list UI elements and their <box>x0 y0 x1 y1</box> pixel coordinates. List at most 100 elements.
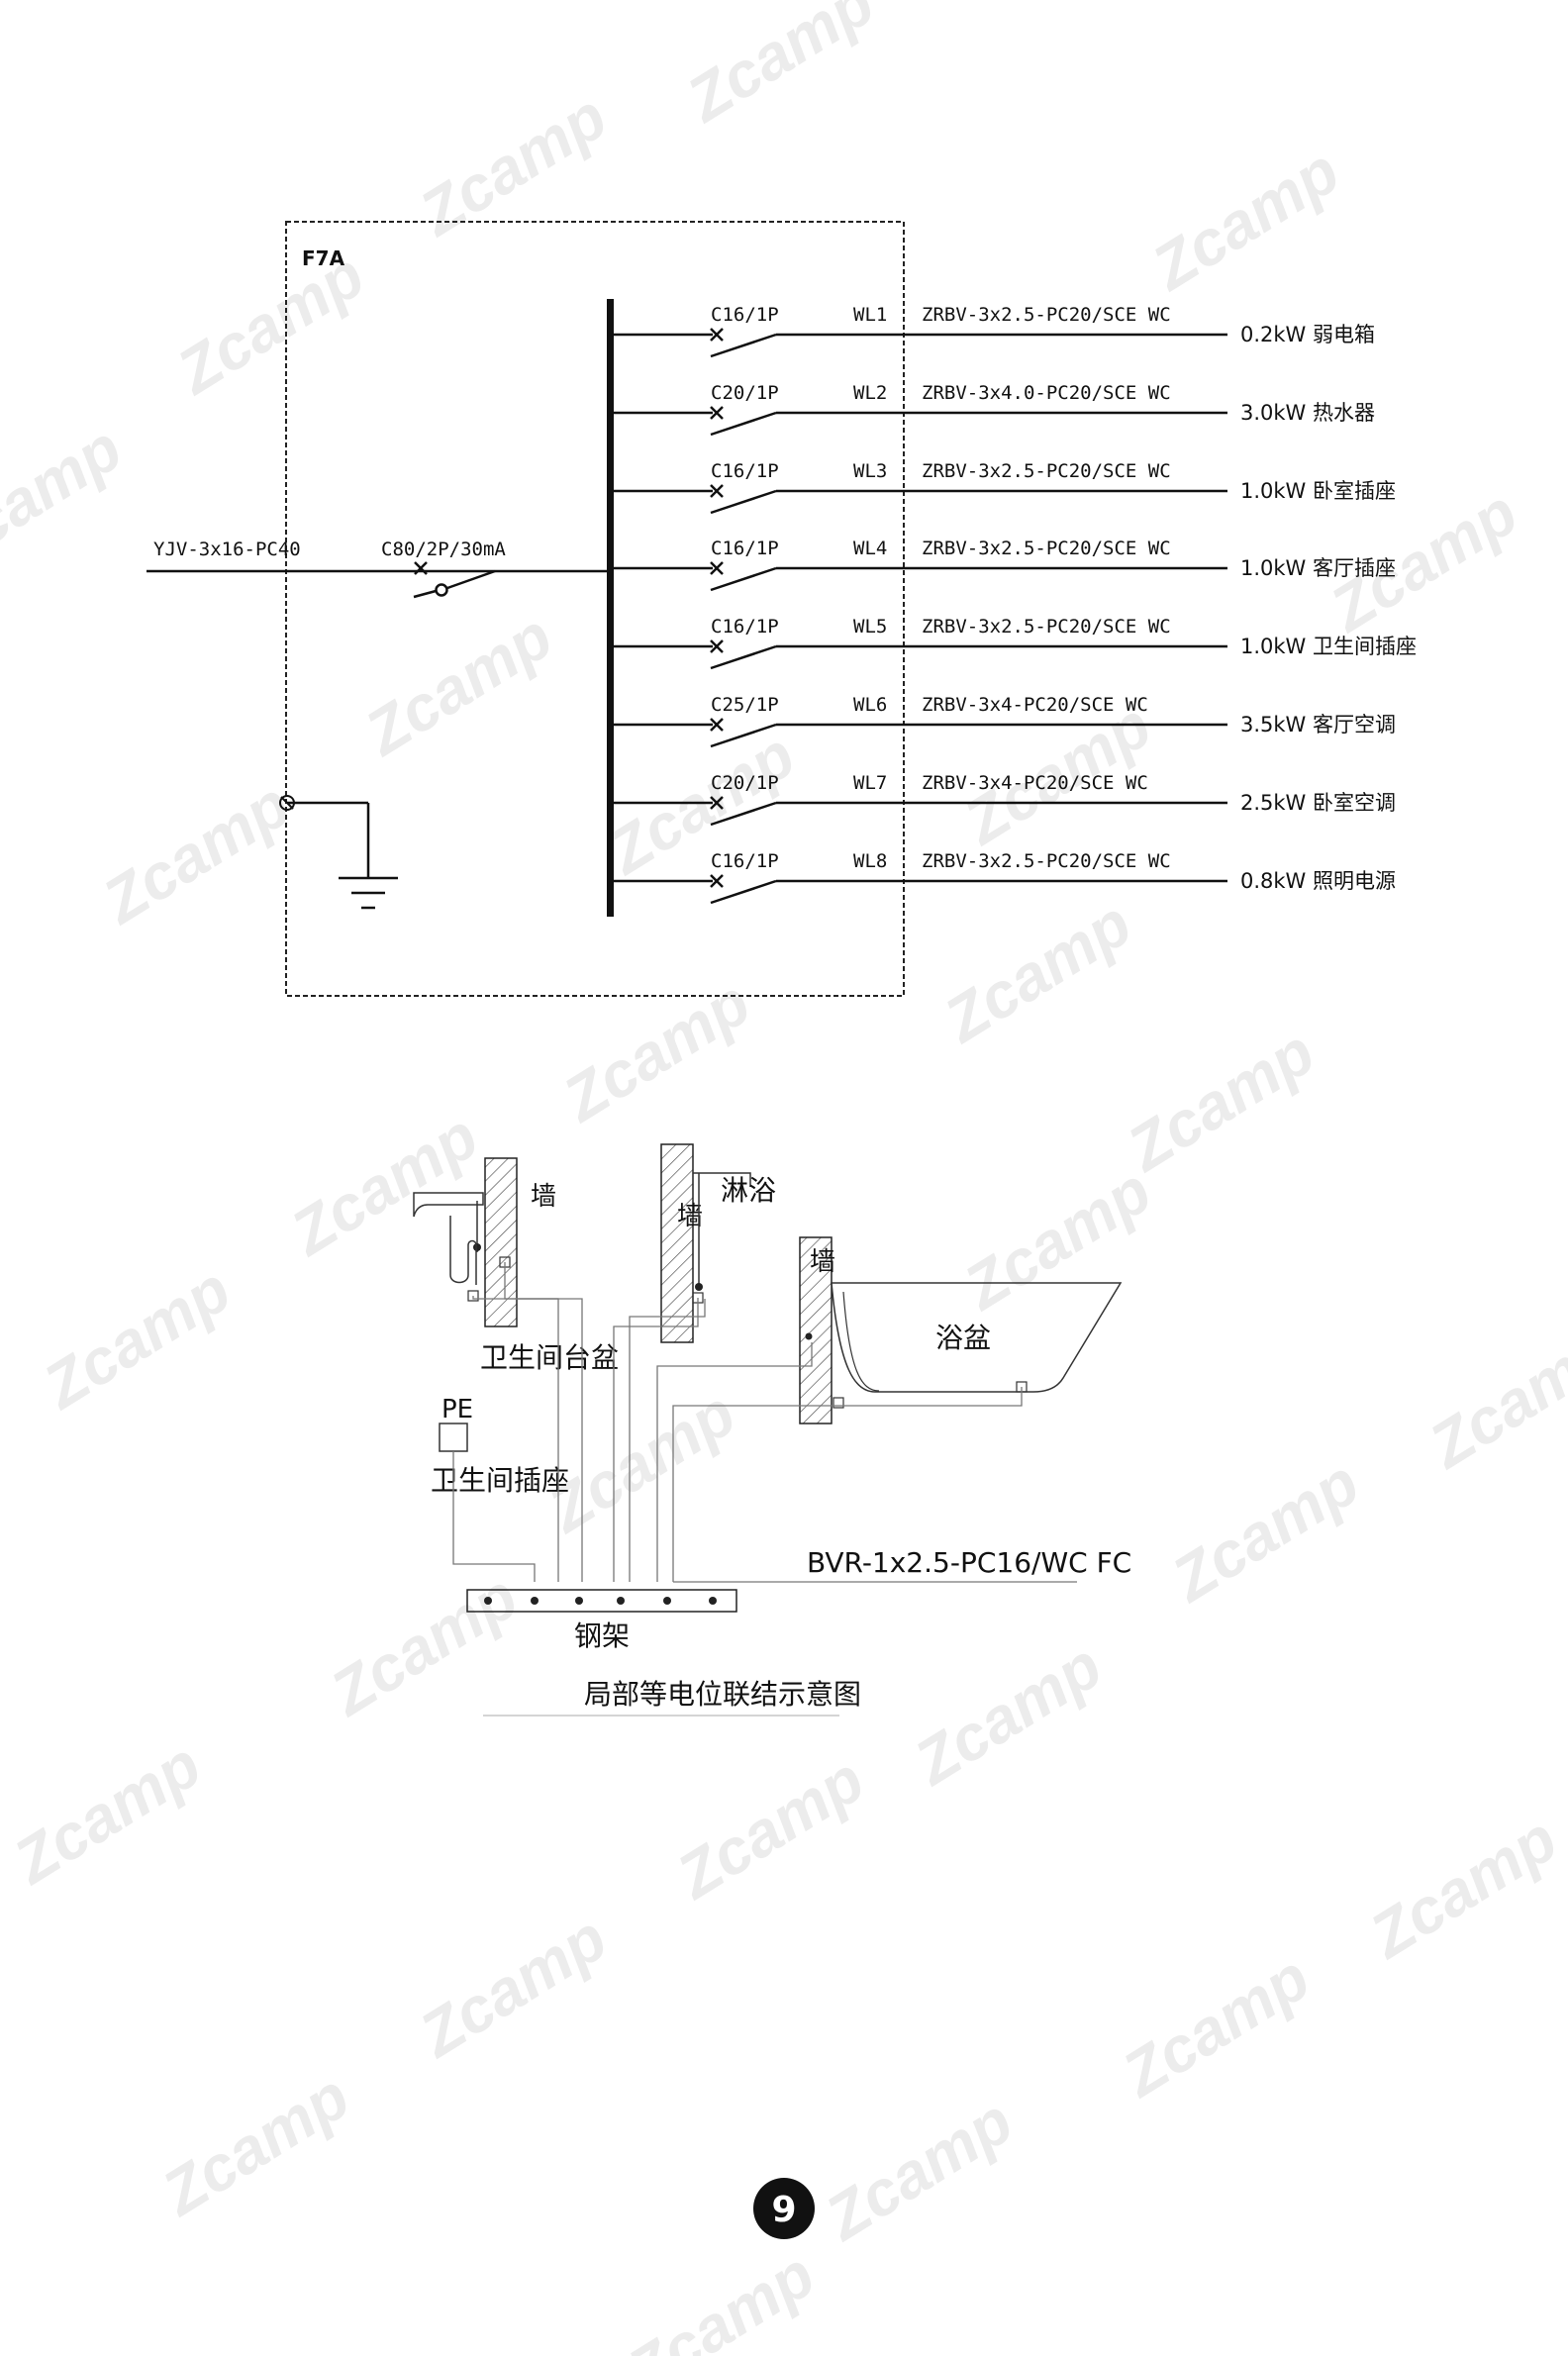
breaker-symbol <box>710 718 724 732</box>
breaker-symbol <box>710 484 724 498</box>
watermark-text: Zcamp <box>535 1377 747 1546</box>
circuit-id: WL3 <box>853 460 887 482</box>
cable-spec: ZRBV-3x2.5-PC20/SCE WC <box>922 304 1171 326</box>
watermark-text: Zcamp <box>351 600 564 769</box>
watermark-text: Zcamp <box>901 1629 1114 1799</box>
watermark-text: Zcamp <box>1158 1446 1371 1616</box>
breaker-label: C16/1P <box>711 460 779 482</box>
circuit-id: WL8 <box>853 850 887 872</box>
watermark-text: Zcamp <box>148 2060 361 2229</box>
breaker-label: C20/1P <box>711 382 779 404</box>
cable-spec: ZRBV-3x2.5-PC20/SCE WC <box>922 850 1171 872</box>
circuit-row: C16/1P WL1 ZRBV-3x2.5-PC20/SCE WC 0.2kW 弱电箱 <box>614 304 1375 358</box>
breaker-label: C25/1P <box>711 694 779 716</box>
watermark-text: Zcamp <box>812 2085 1025 2254</box>
watermark-text: Zcamp <box>0 412 134 581</box>
watermark-text: Zcamp <box>673 0 886 137</box>
bolt <box>575 1597 583 1605</box>
wall-label-3: 墙 <box>810 1247 835 1277</box>
watermark-text: Zcamp <box>1356 1803 1568 1972</box>
page-number: 9 <box>771 2190 796 2230</box>
breaker-label: C16/1P <box>711 304 779 326</box>
breaker-symbol <box>710 406 724 420</box>
watermark-text: Zcamp <box>1109 1941 1322 2111</box>
diagram-title: 局部等电位联结示意图 <box>584 1678 861 1711</box>
watermark-text: Zcamp <box>931 887 1143 1056</box>
busbar <box>607 299 614 917</box>
watermark-text: Zcamp <box>30 1253 243 1423</box>
load-label: 2.5kW 卧室空调 <box>1240 791 1396 815</box>
breaker-symbol <box>710 639 724 653</box>
breaker-label: C16/1P <box>711 538 779 559</box>
shower-wall <box>660 1143 694 1343</box>
breaker-symbol <box>710 874 724 888</box>
main-breaker-symbol <box>413 561 496 599</box>
watermark-text: Zcamp <box>1416 1313 1568 1482</box>
basin-label: 卫生间台盆 <box>480 1341 619 1374</box>
load-label: 3.5kW 客厅空调 <box>1240 713 1396 736</box>
cable-spec: ZRBV-3x4.0-PC20/SCE WC <box>922 382 1171 404</box>
circuit-id: WL5 <box>853 616 887 638</box>
panel-boundary <box>285 221 905 997</box>
breaker-label: C20/1P <box>711 772 779 794</box>
circuit-id: WL4 <box>853 538 887 559</box>
cable-spec: ZRBV-3x4-PC20/SCE WC <box>922 772 1148 794</box>
watermark-text: Zcamp <box>0 1728 213 1898</box>
cable-label: BVR-1x2.5-PC16/WC FC <box>807 1546 1131 1579</box>
watermark-text: Zcamp <box>663 1743 876 1913</box>
breaker-symbol <box>710 561 724 575</box>
circuit-id: WL1 <box>853 304 887 326</box>
socket-label: 卫生间插座 <box>431 1464 569 1497</box>
circuit-id: WL6 <box>853 694 887 716</box>
watermark-text: Zcamp <box>549 966 762 1135</box>
bathtub-wall <box>799 1236 833 1424</box>
watermark-text: Zcamp <box>277 1100 490 1269</box>
load-label: 3.0kW 热水器 <box>1240 401 1375 425</box>
watermark-text: Zcamp <box>89 768 302 937</box>
watermark-text: Zcamp <box>950 1154 1163 1324</box>
basin-wall <box>484 1157 518 1327</box>
steel-label: 钢架 <box>574 1620 630 1652</box>
watermark-text: Zcamp <box>317 1560 530 1729</box>
bolt <box>531 1597 539 1605</box>
breaker-symbol <box>710 328 724 342</box>
cable-spec: ZRBV-3x2.5-PC20/SCE WC <box>922 538 1171 559</box>
bolt <box>663 1597 671 1605</box>
steel-bar-bolts <box>484 1597 717 1605</box>
circuit-row: C20/1P WL2 ZRBV-3x4.0-PC20/SCE WC 3.0kW 热水器 <box>614 382 1375 437</box>
watermark-text: Zcamp <box>1114 1016 1326 1185</box>
wall-label-1: 墙 <box>531 1182 556 1212</box>
cable-spec: ZRBV-3x4-PC20/SCE WC <box>922 694 1148 716</box>
load-label: 0.8kW 照明电源 <box>1240 869 1396 893</box>
bathtub-label: 浴盆 <box>935 1322 991 1354</box>
breaker-symbol <box>710 796 724 810</box>
bolt <box>484 1597 492 1605</box>
steel-bar <box>466 1589 737 1613</box>
page-number-badge <box>753 2178 815 2239</box>
bolt <box>617 1597 625 1605</box>
shower-label: 淋浴 <box>721 1174 776 1207</box>
load-label: 1.0kW 卧室插座 <box>1240 479 1396 503</box>
bonding-diagram: 墙 卫生间台盆 墙 淋浴 墙 浴盆 PE 卫生间插座 <box>413 1143 1131 1717</box>
circuit-row: C25/1P WL6 ZRBV-3x4-PC20/SCE WC 3.5kW 客厅空调 <box>614 694 1396 748</box>
socket-symbol <box>439 1423 468 1452</box>
watermark-text: Zcamp <box>614 2238 827 2356</box>
circuit-id: WL2 <box>853 382 887 404</box>
load-label: 1.0kW 卫生间插座 <box>1240 635 1417 658</box>
bolt <box>709 1597 717 1605</box>
circuit-row: C20/1P WL7 ZRBV-3x4-PC20/SCE WC 2.5kW 卧室空调 <box>614 772 1396 827</box>
ground-symbol <box>279 795 398 910</box>
watermark-text: Zcamp <box>406 1902 619 2071</box>
incoming-cable: YJV-3x16-PC40 <box>153 539 301 560</box>
watermark-text: Zcamp <box>406 80 619 249</box>
pe-label: PE <box>441 1395 473 1424</box>
load-label: 0.2kW 弱电箱 <box>1240 323 1375 346</box>
circuit-id: WL7 <box>853 772 887 794</box>
